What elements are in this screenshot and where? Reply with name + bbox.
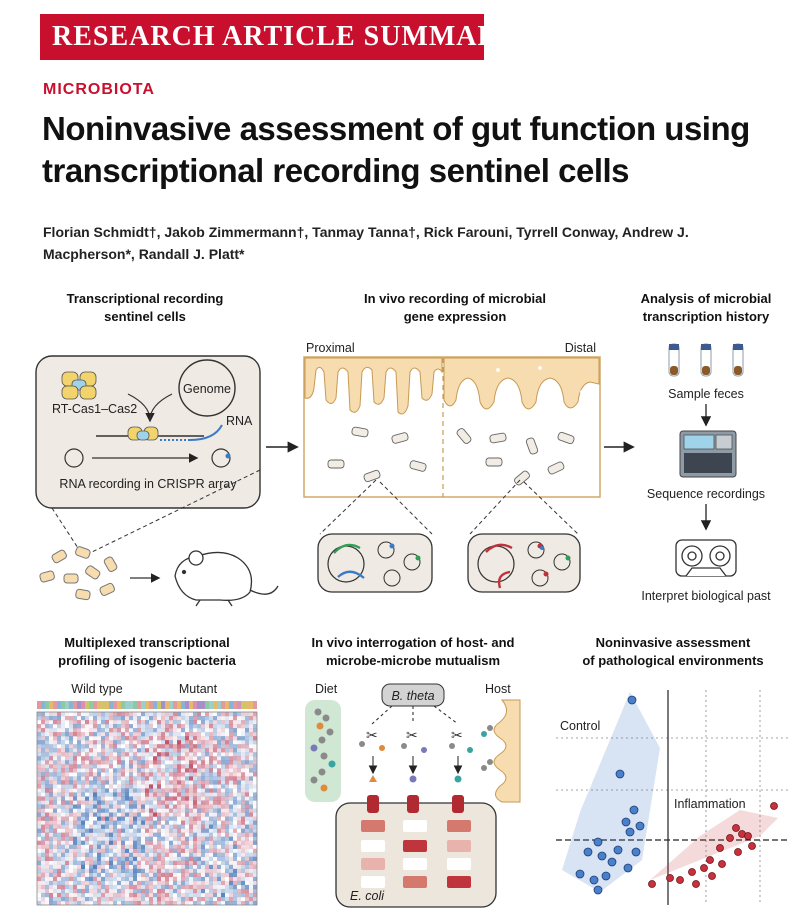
svg-text:✂: ✂: [406, 727, 418, 743]
panel3-heading-line2: transcription history: [643, 309, 770, 324]
panel6-heading-line2: of pathological environments: [582, 653, 763, 668]
b-theta-label: B. theta: [391, 689, 434, 703]
rt-cas-complex-icon: [61, 371, 97, 400]
panel3-heading-line1: Analysis of microbial: [641, 291, 772, 306]
interpret-past-label: Interpret biological past: [641, 589, 771, 603]
svg-text:✂: ✂: [451, 727, 463, 743]
distal-folds: [443, 357, 600, 410]
rt-cas-label: RT-Cas1–Cas2: [52, 402, 137, 416]
scatter-gridlines: [556, 690, 790, 905]
proximal-cell-detail: [317, 533, 433, 593]
panel2-heading-line2: gene expression: [404, 309, 507, 324]
expression-heatmap: [37, 712, 257, 905]
inflammation-hull: [650, 810, 778, 880]
control-points: [575, 695, 645, 895]
author-list: Florian Schmidt†, Jakob Zimmermann†, Tan…: [43, 224, 689, 262]
sample-tubes-icon: [668, 343, 744, 377]
control-label: Control: [560, 719, 600, 733]
genome-label: Genome: [183, 382, 231, 396]
host-label: Host: [485, 682, 511, 696]
article-type-banner: RESEARCH ARTICLE SUMMARY: [40, 14, 518, 60]
host-epithelium: [493, 699, 521, 803]
mutant-label: Mutant: [179, 682, 218, 696]
panel-mutualism: In vivo interrogation of host- and micro…: [305, 635, 521, 908]
panel4-heading-line1: Multiplexed transcriptional: [64, 635, 229, 650]
sensor-transporters: [367, 795, 464, 813]
svg-text:✂: ✂: [366, 727, 378, 743]
enzyme-cleavage-icons: ✂ ✂ ✂: [359, 727, 473, 753]
host-glycans: [481, 725, 493, 771]
lumen-bacteria: [327, 426, 575, 486]
sequence-recordings-label: Sequence recordings: [647, 487, 765, 501]
panel1-heading-line1: Transcriptional recording: [67, 291, 224, 306]
distal-label: Distal: [565, 341, 596, 355]
inflammation-points: [648, 802, 778, 888]
panel-heatmap: Multiplexed transcriptional profiling of…: [36, 635, 258, 906]
rna-label: RNA: [226, 414, 253, 428]
dna-integration-icon: [96, 424, 223, 441]
panel5-heading-line1: In vivo interrogation of host- and: [312, 635, 515, 650]
polysaccharide-chain: [310, 708, 336, 792]
tape-recorder-icon: [675, 539, 737, 577]
heatmap-color-bar: [37, 701, 257, 709]
bacteria-cluster: [39, 546, 118, 601]
panel4-heading-line2: profiling of isogenic bacteria: [58, 653, 236, 668]
section-label: MICROBIOTA: [43, 81, 155, 98]
sample-feces-label: Sample feces: [668, 387, 744, 401]
panel-recording-cells: Transcriptional recording sentinel cells…: [35, 291, 279, 607]
sequencer-icon: [679, 430, 737, 478]
panel-analysis: Analysis of microbial transcription hist…: [641, 291, 772, 603]
panel6-heading-line1: Noninvasive assessment: [596, 635, 751, 650]
crispr-recording-label: RNA recording in CRISPR array: [59, 477, 237, 491]
wild-type-label: Wild type: [71, 682, 122, 696]
proximal-label: Proximal: [306, 341, 355, 355]
panel2-heading-line1: In vivo recording of microbial: [364, 291, 546, 306]
diet-label: Diet: [315, 682, 338, 696]
panel-in-vivo-recording: In vivo recording of microbial gene expr…: [303, 291, 601, 593]
panel-pathology-scatter: Noninvasive assessment of pathological e…: [556, 635, 790, 905]
article-title: Noninvasive assessment of gut function u…: [42, 110, 750, 189]
recording-readout: [361, 820, 471, 888]
panel5-heading-line2: microbe-microbe mutualism: [326, 653, 500, 668]
e-coli-label: E. coli: [350, 889, 385, 903]
mouse-icon: [174, 550, 279, 607]
proximal-villi: [304, 357, 443, 415]
article-type-label: RESEARCH ARTICLE SUMMARY: [52, 21, 519, 52]
panel1-heading-line2: sentinel cells: [104, 309, 186, 324]
genome-circle: [178, 359, 236, 417]
distal-cell-detail: [467, 533, 581, 593]
control-hull: [562, 692, 660, 892]
inflammation-label: Inflammation: [674, 797, 746, 811]
